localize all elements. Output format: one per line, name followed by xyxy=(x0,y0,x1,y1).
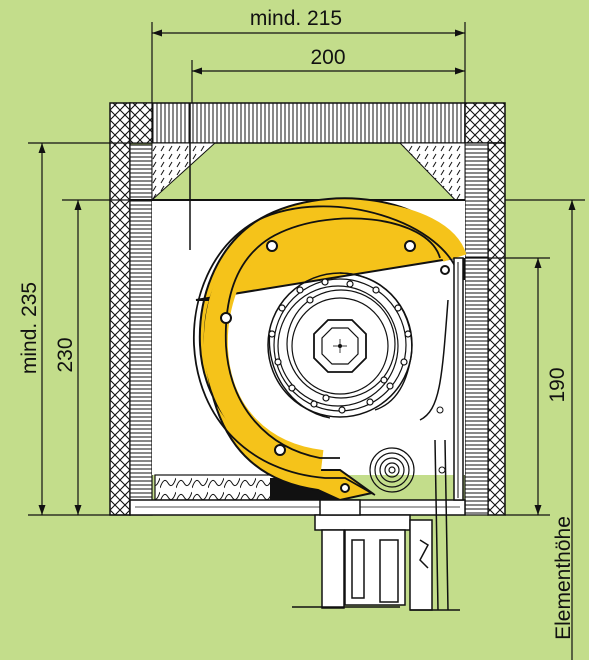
window-frame xyxy=(292,499,460,611)
spring-coil xyxy=(369,447,415,493)
dim-right-inner-label: 190 xyxy=(546,367,569,402)
top-board xyxy=(129,102,466,144)
guide-rail xyxy=(419,257,465,611)
dim-left-inner-label: 230 xyxy=(54,337,77,372)
top-left-fill xyxy=(151,142,217,202)
dim-left-outer-label: mind. 235 xyxy=(18,282,41,374)
dim-right-element-label: Elementhöhe xyxy=(552,516,575,640)
dimension-lines xyxy=(28,22,585,660)
dim-top-outer-label: mind. 215 xyxy=(250,7,342,30)
profile-holes xyxy=(220,240,450,493)
top-right-fill xyxy=(398,142,466,212)
right-outer-wall xyxy=(487,142,506,516)
top-right-corner xyxy=(464,102,506,144)
dim-top-inner-label: 200 xyxy=(310,46,345,69)
bottom-insulation xyxy=(154,474,276,501)
roll-nodes xyxy=(268,278,412,414)
right-inner-wall xyxy=(464,142,489,516)
left-outer-wall xyxy=(109,102,131,516)
bottom-plate xyxy=(129,499,466,516)
top-left-corner xyxy=(129,102,153,144)
